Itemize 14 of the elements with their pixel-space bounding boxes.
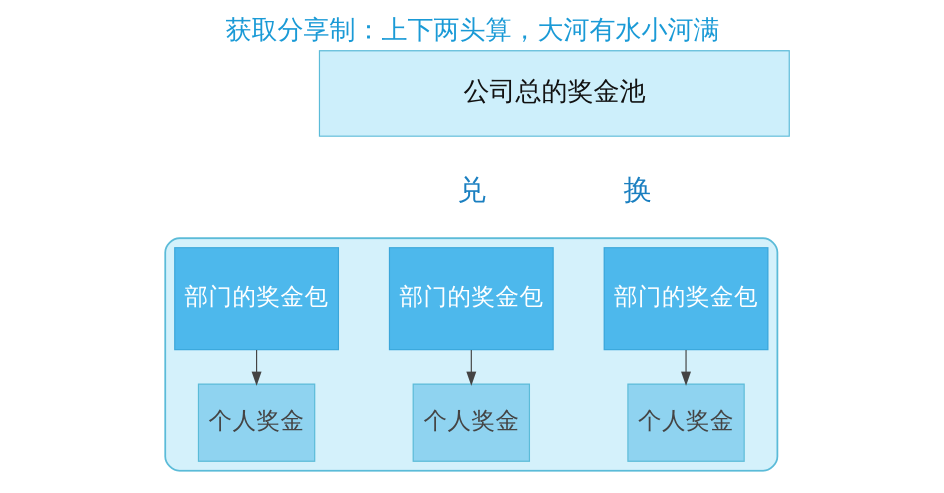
label: 兑 [456, 173, 485, 206]
node-box: 部门的奖金包 [388, 247, 554, 350]
arrow [251, 350, 262, 386]
label: 换 [622, 173, 651, 206]
node-box: 个人奖金 [197, 384, 315, 462]
node-box: 个人奖金 [412, 384, 530, 462]
cluster [164, 237, 778, 472]
arrow [466, 350, 476, 386]
node-box: 部门的奖金包 [174, 247, 339, 350]
node-box: 个人奖金 [626, 384, 744, 462]
diagram-title: 获取分享制：上下两头算，大河有水小河满 [225, 15, 719, 46]
node-box: 公司总的奖金池 [318, 50, 790, 137]
node-box: 部门的奖金包 [603, 247, 768, 350]
arrow [680, 350, 691, 386]
